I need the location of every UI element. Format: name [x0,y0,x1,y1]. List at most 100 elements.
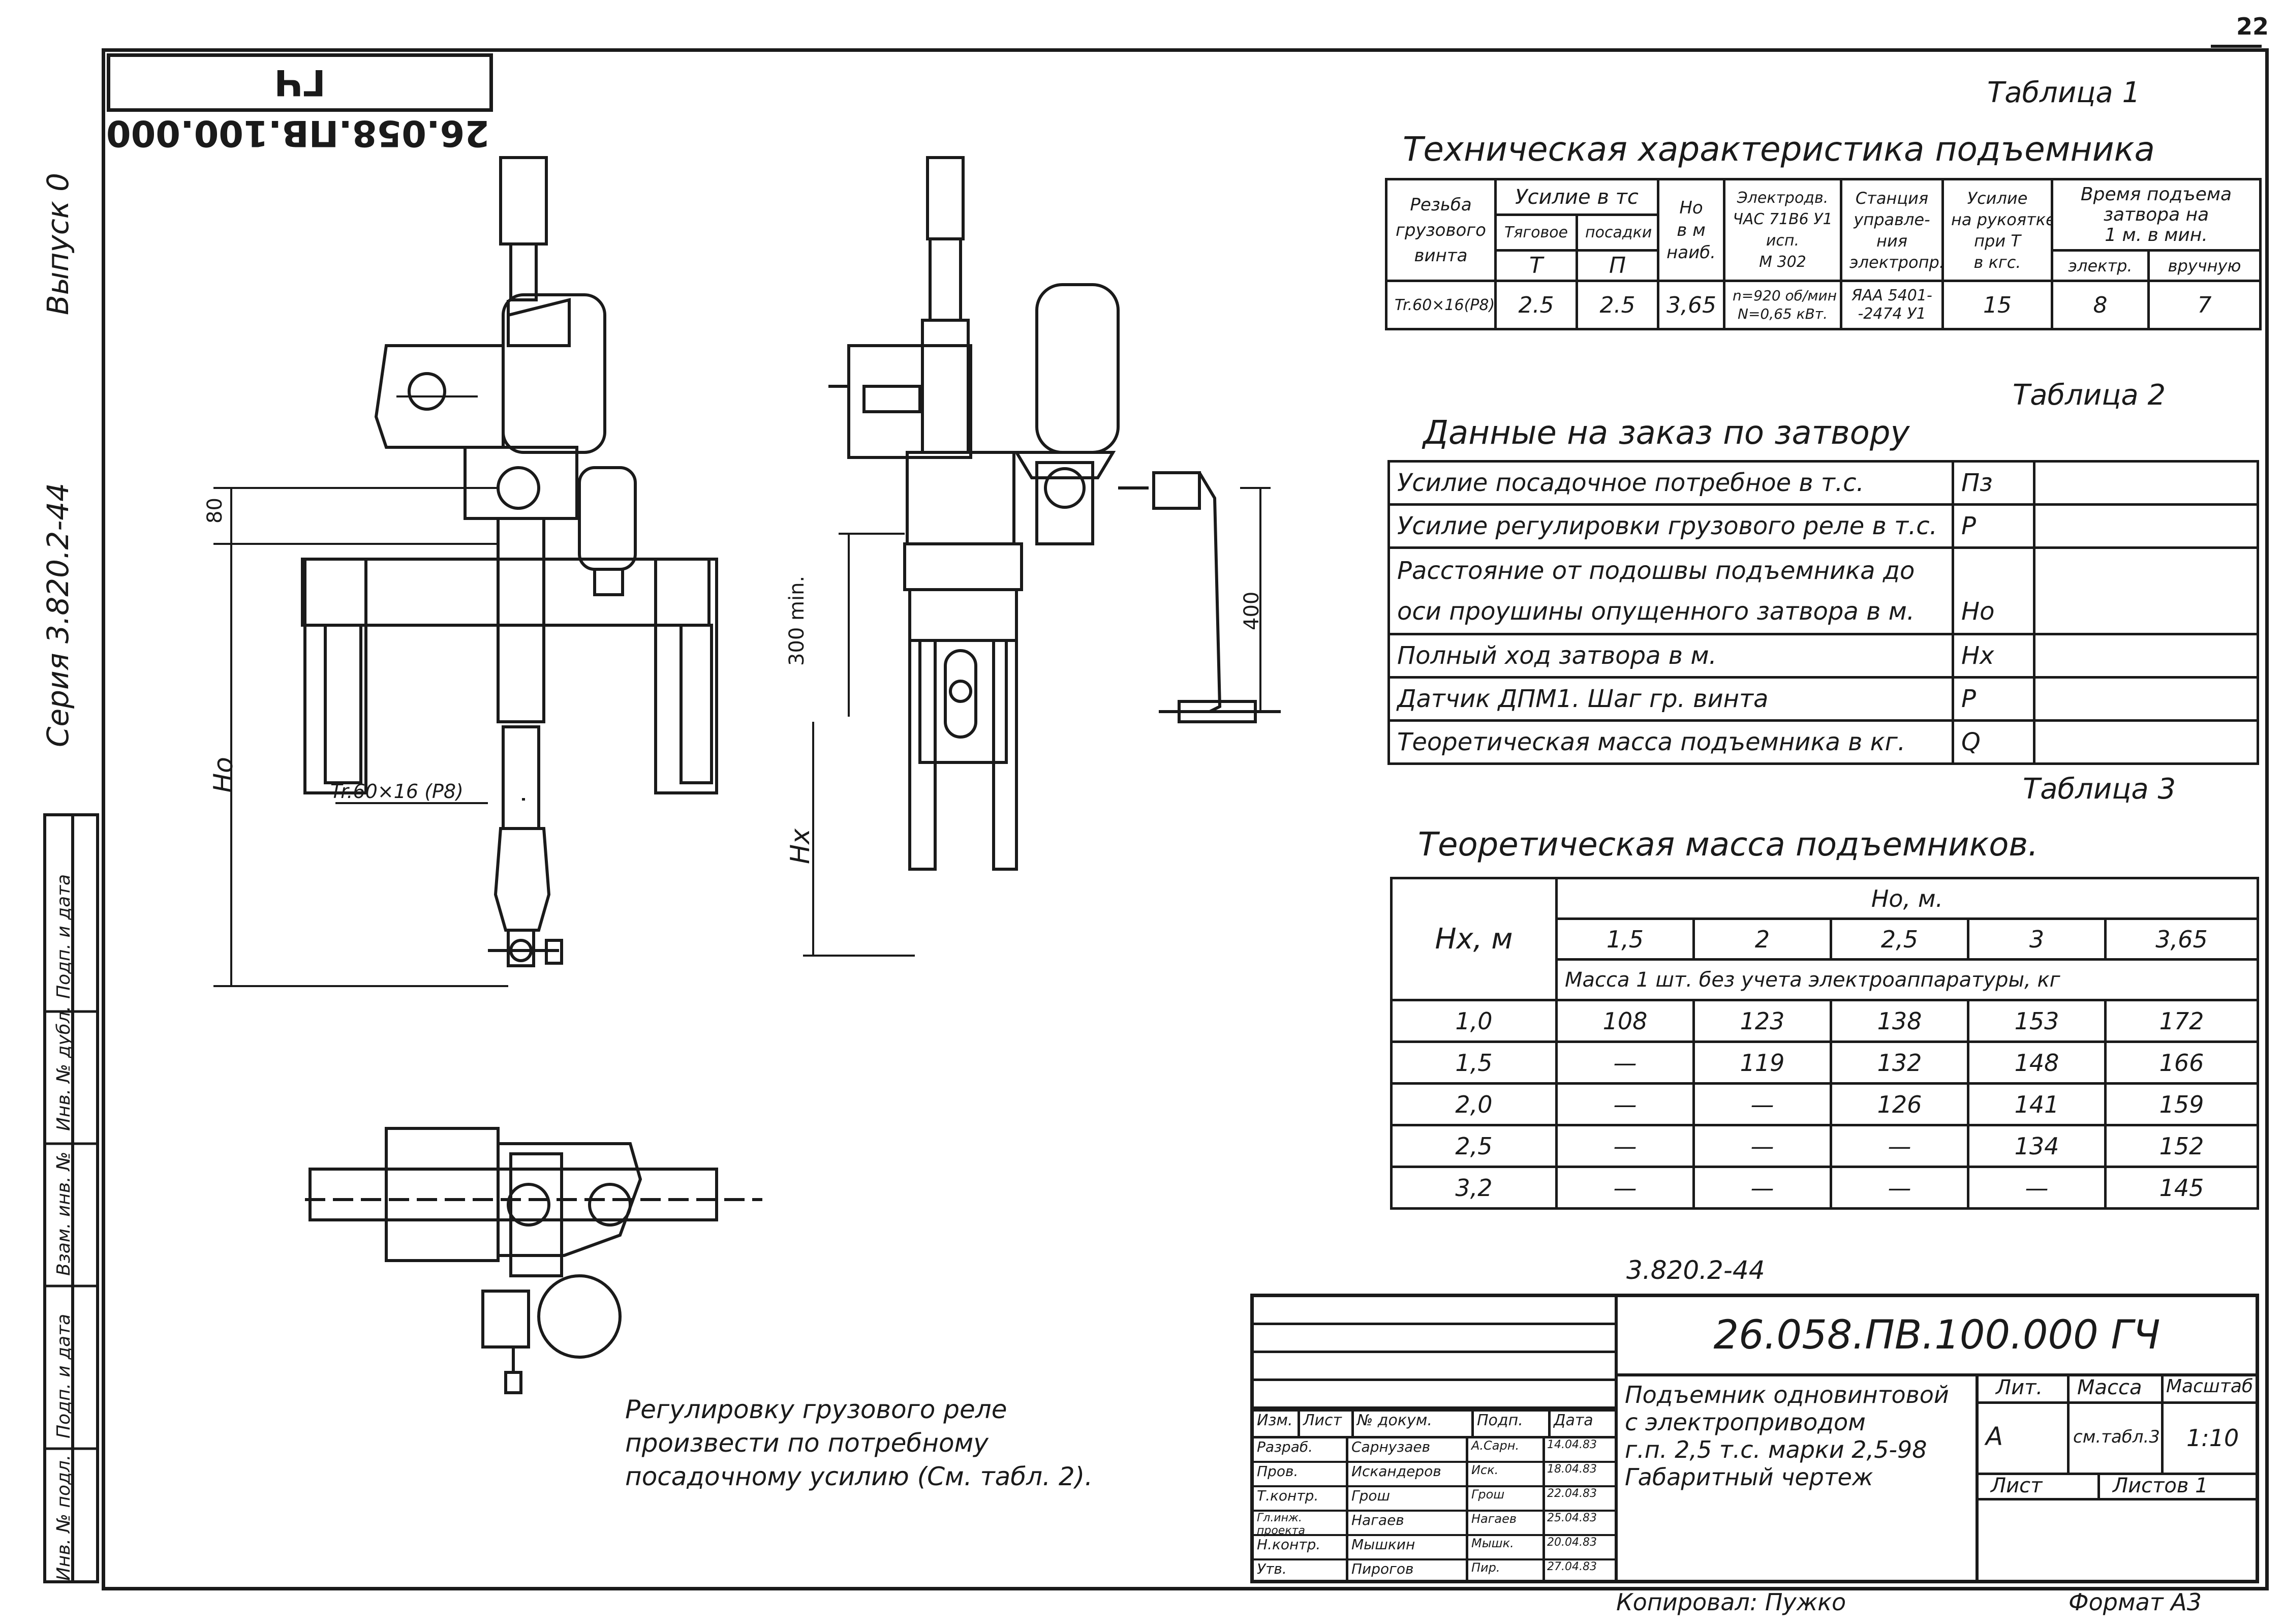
tb-lms-line2 [1976,1473,2259,1475]
t3-cell: — [1692,1124,1832,1168]
table2: Усилие посадочное потребное в т.с. Пз Ус… [1387,460,2259,765]
t3-cell: 123 [1692,999,1832,1043]
table-row: 3,2 — — — — 145 [1390,1166,2260,1210]
t1-t: 2.5 [1494,280,1578,330]
tb-lms-v1 [2067,1373,2070,1473]
t3-hx-1: 1,5 [1390,1040,1558,1085]
table3: Нх, м Но, м. 1,5 2 2,5 3 3,65 Масса 1 шт… [1390,877,2260,1210]
t3-hx-4: 3,2 [1390,1166,1558,1210]
tb-lit: А [1986,1422,2003,1451]
t2-label-5: Теоретическая масса подъемника в кг. [1387,719,1954,765]
t3-cell: 119 [1692,1040,1832,1085]
tb-h-mass: Масса [2077,1376,2142,1399]
tb-lms-line3 [1976,1498,2259,1500]
tb-col-sign: Подп. [1474,1412,1551,1436]
t3-cell: — [1967,1166,2107,1210]
tb-mass: см.табл.3 [2073,1427,2160,1447]
t2-sym-5: Q [1952,719,2035,765]
t3-cell: 132 [1830,1040,1969,1085]
t3-cell: 138 [1830,999,1969,1043]
title-block-series: 3.820.2-44 [1626,1255,1765,1285]
t1-h-manual: вручную [2147,249,2262,282]
tb-lms-box [1976,1373,2262,1580]
t3-cell: 145 [2104,1166,2260,1210]
t1-h-force: Усилие в тс [1494,178,1659,216]
side-view-dims [803,487,1271,957]
page-number: 22 [2236,13,2269,40]
t2-val-5 [2033,719,2259,765]
tb-sheet: Лист [1991,1474,2043,1497]
t3-ho-2: 2,5 [1830,917,1969,961]
label-thread: Tr.60×16 (P8) [330,780,464,803]
t1-p: 2.5 [1576,280,1659,330]
format-label: Формат А3 [2069,1588,2202,1616]
left-stamp-inner [71,813,74,1583]
t3-cell: 153 [1967,999,2107,1043]
table1-title: Техническая характеристика подъемника [1403,130,2155,169]
t3-ho-3: 3 [1967,917,2107,961]
t1-manual: 7 [2147,280,2262,330]
label-hx: Нх [785,829,816,864]
tb-h-lit: Лит. [1996,1376,2043,1399]
title-block: 26.058.ПВ.100.000 ГЧ Подъемник одновинто… [1250,1294,2259,1583]
t2-sym-1: Р [1952,503,2035,549]
table-row: Т.контр. Грош Грош 22.04.83 [1254,1487,1615,1512]
tb-change-rows [1254,1297,1615,1409]
drawing-frame [102,48,2269,1590]
t3-cell: — [1555,1124,1695,1168]
t1-station: ЯАА 5401--2474 У1 [1840,280,1944,330]
table1-caption: Таблица 1 [1987,76,2141,109]
note-line-2: произвести по потребному [625,1428,989,1458]
table-row: 1,0 108 123 138 153 172 [1390,999,2260,1043]
t2-val-2 [2033,546,2259,635]
table-row: Пров. Искандеров Иск. 18.04.83 [1254,1463,1615,1487]
front-view-dims [213,395,508,987]
t1-h-landing: посадки [1576,213,1659,252]
t3-ho-0: 1,5 [1555,917,1695,961]
t3-ho-1: 2 [1692,917,1832,961]
t1-h-t: Т [1494,249,1578,282]
tb-sheets: Листов 1 [2113,1474,2208,1497]
table2-title: Данные на заказ по затвору [1423,414,1910,452]
t2-label-3: Полный ход затвора в м. [1387,633,1954,679]
t3-cell: 126 [1830,1082,1969,1126]
t3-subheader: Масса 1 шт. без учета электроаппаратуры,… [1555,958,2260,1001]
t3-cell: 134 [1967,1124,2107,1168]
t3-cell: 159 [2104,1082,2260,1126]
note-line-3: посадочному усилию (См. табл. 2). [625,1462,1093,1491]
t2-val-3 [2033,633,2259,679]
side-view [828,156,1281,871]
tb-name: Подъемник одновинтовой с электроприводом… [1625,1381,1949,1491]
table-row: Гл.инж. проекта Нагаев Нагаев 25.04.83 [1254,1512,1615,1537]
tb-col-doc: № докум. [1354,1412,1474,1436]
t3-cell: — [1555,1040,1695,1085]
t2-sym-4: Р [1952,676,2035,722]
t3-cell: — [1830,1124,1969,1168]
dim-300: 300 min. [785,575,809,666]
t2-sym-3: Нх [1952,633,2035,679]
t3-cell: — [1692,1082,1832,1126]
note-line-1: Регулировку грузового реле [625,1395,1007,1424]
tb-lms-v2 [2161,1373,2164,1473]
table-row: 2,5 — — — 134 152 [1390,1124,2260,1168]
tb-lms-line1 [1976,1401,2259,1404]
t1-h-traction: Тяговое [1494,213,1578,252]
tb-staff-rows: Разраб. Сарнузаев А.Сарн. 14.04.83 Пров.… [1254,1438,1615,1581]
table2-caption: Таблица 2 [2013,379,2166,412]
dim-400: 400 [1240,591,1263,630]
t3-cell: 172 [2104,999,2260,1043]
t3-hx-3: 2,5 [1390,1124,1558,1168]
t3-cell: — [1692,1166,1832,1210]
t2-label-0: Усилие посадочное потребное в т.с. [1387,460,1954,506]
table-row: Утв. Пирогов Пир. 27.04.83 [1254,1560,1615,1581]
t3-ho-4: 3,65 [2104,917,2260,961]
tb-col-date: Дата [1554,1412,1593,1429]
t3-cell: 108 [1555,999,1695,1043]
